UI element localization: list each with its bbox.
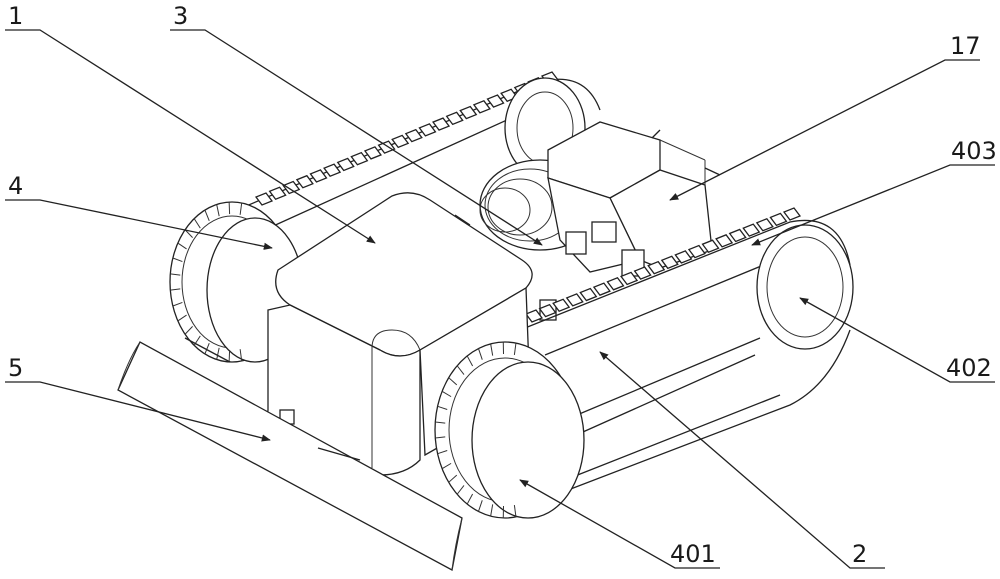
rim-tread (239, 349, 243, 362)
rim-tread (448, 474, 458, 483)
tread-link (472, 100, 491, 114)
gearbox-block (539, 121, 721, 321)
tread-link (633, 266, 652, 280)
tread-link (363, 146, 382, 160)
label-401: 401 (670, 540, 716, 568)
rim-tread (466, 355, 474, 367)
tread-link (445, 111, 464, 126)
tread-link (350, 151, 369, 166)
front-wheel-treads (435, 342, 517, 518)
label-1: 1 (8, 2, 23, 30)
rim-tread (513, 504, 517, 517)
leader-lines (5, 29, 995, 569)
rim-tread (456, 485, 465, 495)
rim-tread (172, 257, 183, 263)
label-3: 3 (173, 2, 188, 30)
rim-tread (513, 343, 517, 356)
rim-tread (184, 229, 193, 238)
rim-tread (478, 500, 483, 512)
rim-tread (478, 348, 483, 360)
tread-link (295, 174, 314, 189)
rim-tread (441, 462, 452, 470)
tread-link (404, 128, 423, 143)
tread-link (323, 163, 342, 177)
tread-link (742, 223, 761, 237)
right-track (519, 207, 851, 496)
tread-link (620, 271, 639, 286)
label-402: 402 (946, 354, 992, 382)
tread-link (660, 255, 679, 270)
tread-link (432, 117, 451, 131)
right-track-treads (524, 207, 802, 323)
rim-tread (448, 377, 458, 386)
rim-tread (435, 421, 446, 424)
tread-link (647, 260, 666, 275)
tread-link (552, 298, 571, 313)
tread-link (418, 123, 437, 137)
tread-link (728, 228, 747, 243)
dozer-blade (117, 337, 463, 571)
rim-tread (466, 493, 474, 505)
tread-link (309, 169, 328, 183)
rim-tread (216, 347, 220, 360)
tread-link (254, 192, 274, 206)
tread-link (486, 94, 505, 108)
label-4: 4 (8, 172, 23, 200)
tread-link (538, 303, 557, 318)
tread-link (579, 287, 598, 302)
label-2: 2 (852, 540, 867, 568)
rim-tread (172, 301, 183, 307)
rear-track (231, 71, 601, 233)
tread-link (565, 293, 584, 307)
rim-tread (435, 436, 446, 439)
rim-tread (193, 218, 201, 229)
rim-tread (177, 314, 187, 322)
rim-tread (239, 202, 243, 215)
rim-tread (204, 342, 210, 355)
rim-tread (437, 405, 448, 410)
tread-link (377, 140, 396, 154)
tread-link (782, 207, 802, 221)
rim-tread (170, 273, 181, 276)
label-403: 403 (951, 137, 997, 165)
wheel-401 (434, 341, 585, 519)
rim-tread (441, 390, 452, 398)
rim-tread (216, 204, 220, 217)
tread-link (282, 180, 301, 195)
tread-link (336, 157, 355, 172)
tread-link (769, 212, 788, 227)
rim-tread (184, 326, 193, 335)
tread-link (524, 309, 544, 323)
left-wheel-treads (170, 202, 243, 362)
rim-tread (204, 209, 210, 222)
label-5: 5 (8, 354, 23, 382)
rim-tread (490, 504, 494, 517)
rim-tread (456, 365, 465, 375)
rear-track-treads (254, 71, 560, 206)
tread-link (268, 186, 287, 201)
rim-tread (170, 288, 181, 291)
rim-tread (177, 242, 187, 250)
tread-link (687, 244, 706, 259)
wheel-402 (756, 224, 854, 350)
tread-link (391, 134, 410, 149)
tread-link (701, 239, 720, 253)
rim-tread (437, 450, 448, 455)
label-17: 17 (950, 32, 981, 60)
tread-link (459, 105, 478, 120)
tread-link (592, 282, 611, 296)
rim-tread (490, 343, 494, 356)
left-wheel (169, 201, 304, 363)
tread-link (715, 234, 734, 248)
tread-link (606, 277, 625, 291)
tread-link (674, 250, 693, 264)
tread-link (755, 217, 774, 232)
